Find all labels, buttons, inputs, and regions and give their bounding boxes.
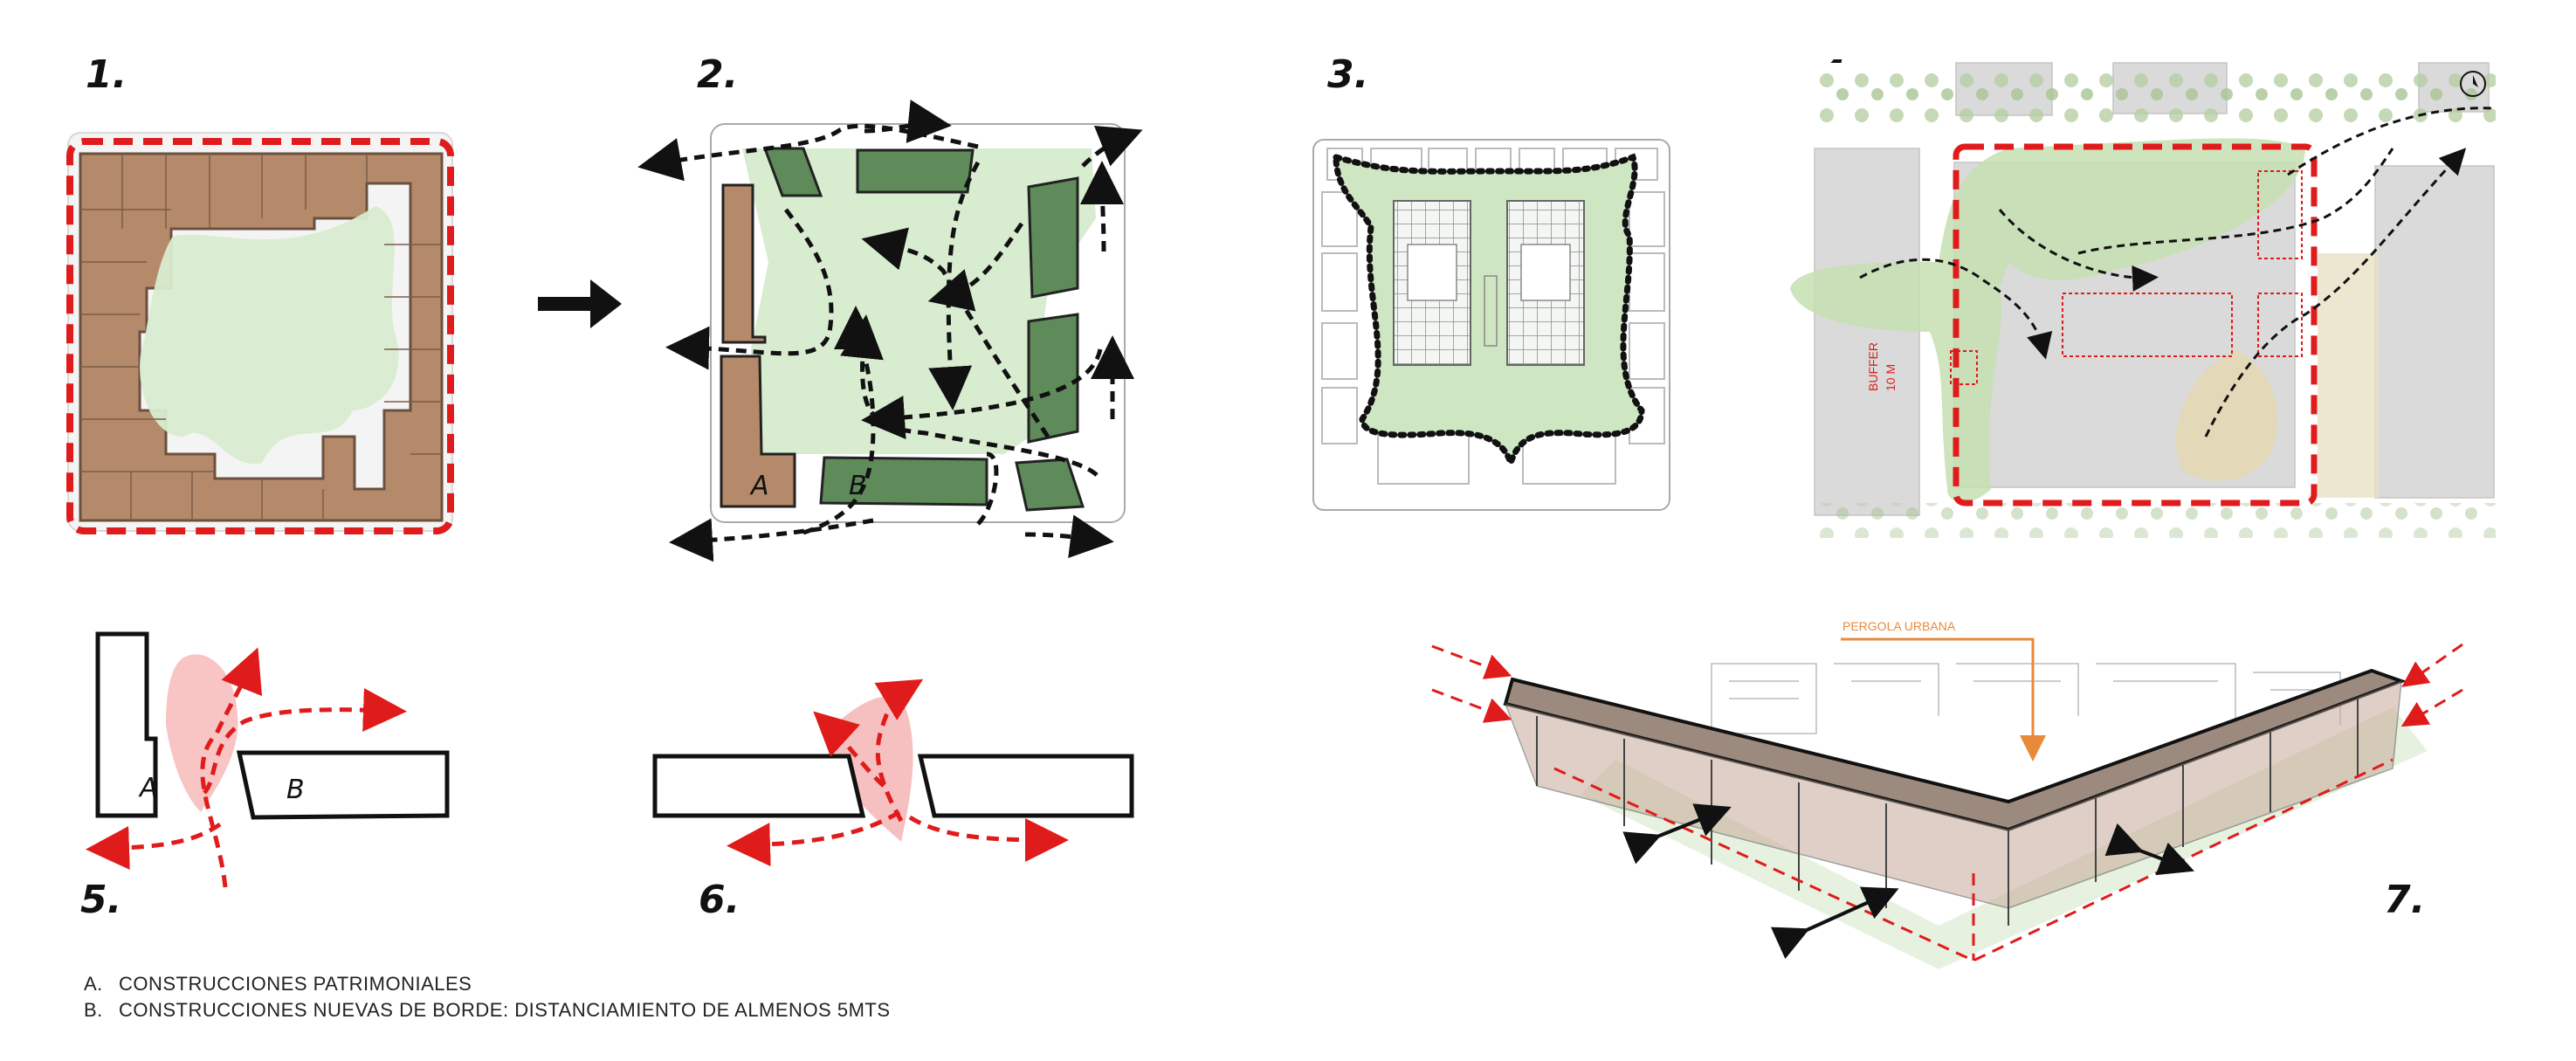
panel-number-6: 6.	[699, 878, 740, 922]
pergola-label: PERGOLA URBANA	[1842, 619, 1956, 633]
panel-5-diagram: A B	[86, 631, 450, 888]
parcel-lines	[80, 154, 442, 520]
legend-item: A. CONSTRUCCIONES PATRIMONIALES	[84, 971, 891, 997]
new-building	[856, 148, 975, 194]
circulation-paths	[727, 679, 1069, 867]
buffer-label: BUFFER	[1866, 342, 1880, 391]
panel-number-5: 5.	[80, 878, 122, 922]
new-building	[1027, 313, 1079, 444]
pergola-annotation: PERGOLA URBANA	[1841, 619, 2046, 761]
circulation-paths	[637, 100, 1143, 562]
distance-arrows	[1622, 803, 2194, 960]
panel-6-diagram	[652, 679, 1134, 867]
new-building-b	[236, 750, 450, 820]
new-building	[762, 147, 823, 197]
open-space-green	[140, 206, 399, 465]
new-building	[1027, 176, 1079, 299]
building-a-label: A	[138, 773, 158, 803]
panel-2-diagram: A B	[637, 100, 1143, 562]
building-b-label: B	[286, 775, 305, 805]
open-space-green	[1336, 157, 1642, 463]
plaza-area	[2175, 349, 2277, 481]
legend-text: CONSTRUCCIONES PATRIMONIALES	[119, 973, 472, 995]
new-building	[1015, 458, 1085, 512]
green-corridor	[1790, 138, 2305, 502]
site-boundary	[66, 138, 454, 534]
site-boundary-lines	[1431, 643, 2463, 962]
panel-number-1: 1.	[86, 52, 127, 97]
panel-number-3: 3.	[1327, 52, 1369, 97]
circulation-paths	[1859, 107, 2497, 437]
panel-number-2: 2.	[697, 52, 739, 97]
new-building	[917, 754, 1134, 818]
transition-arrow	[538, 279, 622, 328]
new-building-b	[819, 456, 988, 506]
junction-space	[166, 654, 238, 812]
legend-item: B. CONSTRUCCIONES NUEVAS DE BORDE: DISTA…	[84, 997, 891, 1023]
heritage-building-a	[95, 631, 158, 818]
background-buildings	[1711, 663, 2341, 734]
legend-text: CONSTRUCCIONES NUEVAS DE BORDE: DISTANCI…	[119, 999, 891, 1021]
panel-4-diagram: BUFFER 10 M	[1790, 62, 2497, 552]
site-boundary	[1953, 143, 2318, 506]
heritage-building-a	[720, 355, 796, 508]
new-building	[652, 754, 866, 818]
circulation-paths	[86, 647, 407, 888]
legend: A. CONSTRUCCIONES PATRIMONIALES B. CONST…	[84, 971, 891, 1023]
panel-1-diagram	[66, 132, 454, 534]
heritage-buildings	[720, 183, 796, 508]
building-a-label: A	[749, 471, 769, 501]
panel-7-diagram: PERGOLA URBANA	[1431, 619, 2463, 969]
panel-number-7: 7.	[2384, 878, 2426, 922]
panel-3-diagram	[1312, 139, 1670, 511]
north-arrow-icon	[2460, 71, 2486, 97]
heritage-building	[721, 183, 767, 344]
buffer-distance-label: 10 M	[1884, 364, 1898, 391]
legend-key: B.	[84, 999, 103, 1021]
legend-key: A.	[84, 973, 103, 995]
proposed-footprints	[1950, 170, 2303, 385]
green-network-boundary	[1333, 153, 1645, 473]
